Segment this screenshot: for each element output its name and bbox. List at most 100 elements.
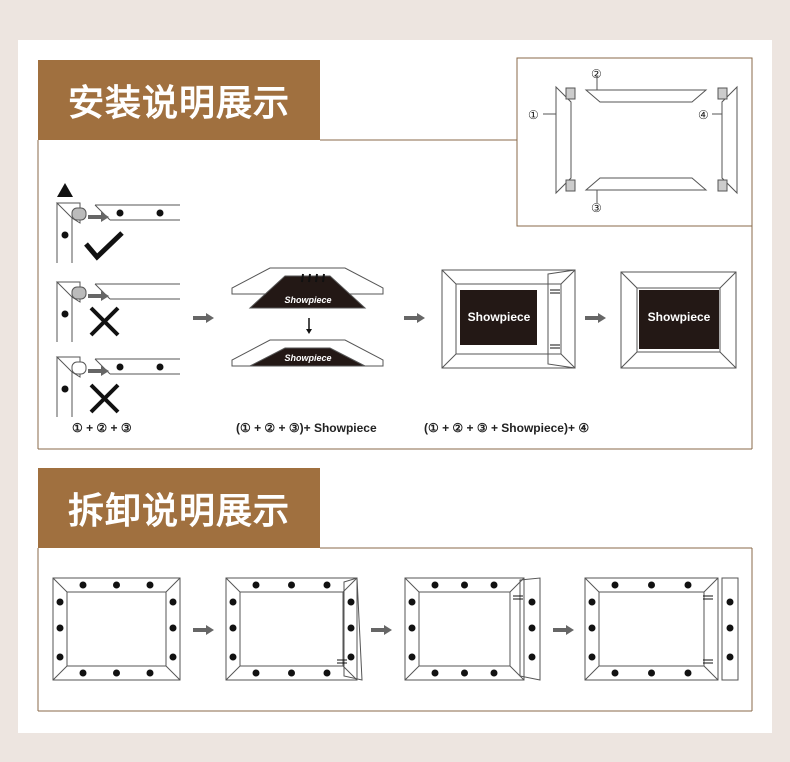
step1-caption: ① + ② + ③ xyxy=(72,421,132,435)
screw-hole xyxy=(684,581,692,589)
label-2: ② xyxy=(591,67,602,81)
check-icon xyxy=(84,231,124,261)
wrong-connection-a-corner xyxy=(55,281,81,303)
showpiece-label: Showpiece xyxy=(648,310,711,324)
screw-hole xyxy=(528,624,536,632)
correct-connection-arrow xyxy=(88,215,102,219)
step2-caption: (① + ② + ③)+ Showpiece xyxy=(236,421,377,435)
removal-frame-4-inner xyxy=(598,591,705,667)
showpiece-artwork xyxy=(460,290,537,345)
label-3: ③ xyxy=(591,201,602,215)
screw-hole xyxy=(490,581,498,589)
removal-frame-1-inner xyxy=(66,591,167,667)
screw-hole xyxy=(79,669,87,677)
sheet-card xyxy=(18,40,772,733)
cross-icon xyxy=(89,383,120,414)
part-2-top xyxy=(584,89,708,103)
screw-hole xyxy=(726,598,734,606)
hanger-hole xyxy=(648,669,655,677)
removal-frame-2-miter xyxy=(225,665,241,681)
screw-hole xyxy=(116,209,124,217)
screw-hole xyxy=(588,598,596,606)
removal-frame-4-outer xyxy=(584,577,719,681)
finished-frame-miter xyxy=(719,271,737,289)
hanger-hole xyxy=(156,209,164,217)
screw-hole xyxy=(347,598,355,606)
insert-top-frame xyxy=(231,267,384,295)
finished-frame-miter xyxy=(620,271,638,289)
insert-top-artwork xyxy=(248,275,367,309)
assembly-frame-miter xyxy=(560,269,576,285)
install-title: 安装说明展示 xyxy=(38,60,320,140)
screw-hole xyxy=(347,653,355,661)
screw-hole xyxy=(408,653,416,661)
showpiece-label: Showpiece xyxy=(468,310,531,324)
hanger-hole xyxy=(461,581,468,589)
screw-hole xyxy=(79,581,87,589)
wrong-connection-a-arrow-head xyxy=(101,291,109,301)
hanger-hole xyxy=(461,669,468,677)
removal-frame-2-outer xyxy=(225,577,358,681)
screw-hole xyxy=(229,653,237,661)
correct-connection-arrow-head xyxy=(101,212,109,222)
screw-hole xyxy=(61,385,69,393)
part-4-side xyxy=(721,85,738,195)
wrong-connection-b-clip xyxy=(71,361,87,375)
removal-frame-3-inner xyxy=(418,591,511,667)
wrong-connection-a-arrow xyxy=(88,294,102,298)
screw-hole xyxy=(229,624,237,632)
hanger-hole xyxy=(113,581,120,589)
insert-bottom-artwork xyxy=(249,347,366,367)
label-4: ④ xyxy=(698,108,709,122)
removal-frame-1-miter xyxy=(52,577,68,593)
removal-frame-2-inner xyxy=(239,591,344,667)
hanger-hole xyxy=(288,581,295,589)
finished-frame-miter xyxy=(719,351,737,369)
screw-hole xyxy=(611,581,619,589)
screw-hole xyxy=(146,669,154,677)
inset-box xyxy=(516,57,753,227)
screw-hole xyxy=(169,653,177,661)
correct-connection-clip xyxy=(71,207,87,221)
step-arrow-head xyxy=(206,313,214,323)
wrong-connection-a-clip xyxy=(71,286,87,300)
screw-hole xyxy=(252,669,260,677)
removal-frame-4-miter xyxy=(584,665,600,681)
warning-icon xyxy=(57,183,73,197)
part-1-side xyxy=(555,85,572,195)
step-arrow-head xyxy=(566,625,574,635)
screw-hole xyxy=(56,624,64,632)
slide-mark xyxy=(315,273,318,283)
screw-hole xyxy=(116,363,124,371)
hanger-hole xyxy=(113,669,120,677)
assembly-frame-miter xyxy=(560,353,576,369)
removal-frame-3-miter xyxy=(404,665,420,681)
hanger-hole xyxy=(288,669,295,677)
screw-hole xyxy=(252,581,260,589)
screw-hole xyxy=(408,598,416,606)
correct-connection-corner xyxy=(55,202,81,224)
screw-hole xyxy=(56,653,64,661)
hanger-hole xyxy=(648,581,655,589)
screw-hole xyxy=(611,669,619,677)
removal-side-tilted xyxy=(343,577,363,681)
finished-frame-miter xyxy=(620,351,638,369)
corner-clip xyxy=(717,87,728,100)
step-arrow xyxy=(585,316,599,320)
removal-frame-1-outer xyxy=(52,577,181,681)
part-3-bottom xyxy=(584,177,708,191)
slide-mark xyxy=(308,273,311,283)
showpiece-artwork xyxy=(639,290,719,349)
step-arrow-head xyxy=(206,625,214,635)
screw-hole xyxy=(61,310,69,318)
screw-hole xyxy=(323,669,331,677)
label-1: ① xyxy=(528,108,539,122)
down-arrow-head xyxy=(306,329,312,334)
screw-hole xyxy=(528,653,536,661)
screw-hole xyxy=(431,581,439,589)
removal-frame-3-miter xyxy=(404,577,420,593)
screw-hole xyxy=(169,598,177,606)
slide-mark xyxy=(301,273,304,283)
removal-frame-4-miter xyxy=(584,577,600,593)
